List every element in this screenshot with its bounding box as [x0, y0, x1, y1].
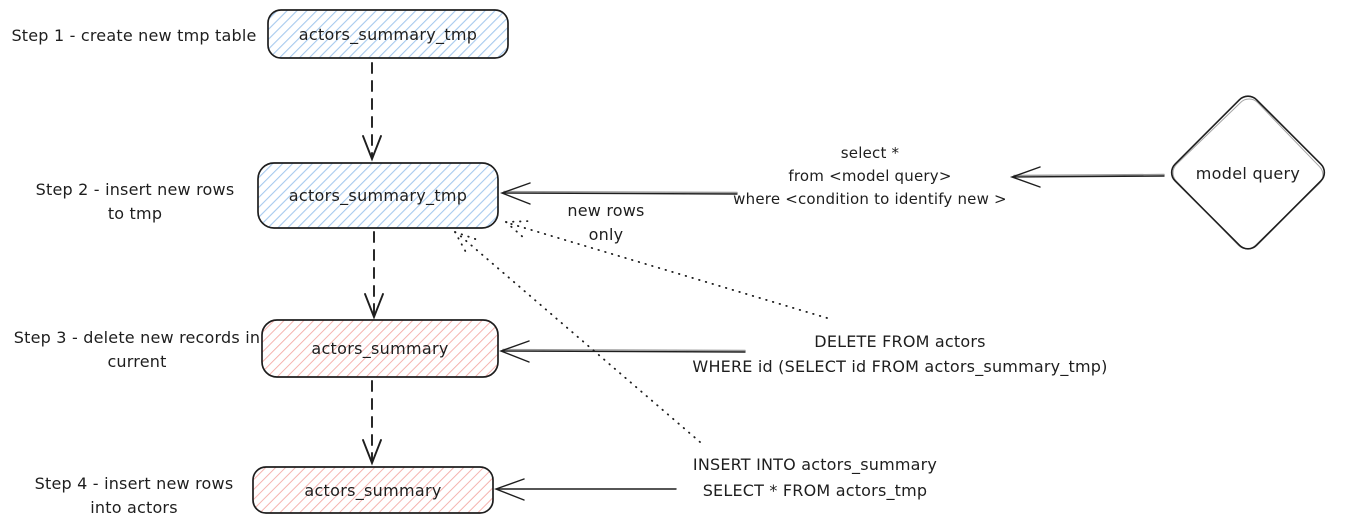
arrow-query-to-step2-sketch	[503, 190, 738, 194]
step1-box-label: actors_summary_tmp	[298, 24, 478, 44]
step1-label: Step 1 - create new tmp table	[11, 26, 257, 45]
step2-box-label: actors_summary_tmp	[288, 186, 468, 205]
arrow-query-to-step2-head	[500, 182, 531, 205]
model-query-diamond	[1170, 95, 1326, 250]
step1-table-box	[267, 9, 509, 59]
new-rows-only-label: new rows only	[567, 201, 645, 244]
arrow-diamond-to-query-sketch	[1013, 173, 1165, 177]
model-query-sql-text: select * from <model query> where <condi…	[733, 144, 1007, 208]
arrow-step2-to-step3-head	[364, 293, 384, 320]
dotted-arrow-delete-to-tmp	[507, 222, 828, 319]
dotted-arrow-insert-to-tmp	[456, 232, 701, 443]
arrow-diamond-to-query-head	[1009, 166, 1041, 188]
arrow-diamond-to-query	[1013, 175, 1165, 178]
dotted-arrow-delete-to-tmp-head-b	[505, 221, 525, 239]
step4-table-box	[252, 466, 494, 514]
step3-table-box	[261, 319, 499, 378]
arrow-delete-to-step3	[502, 350, 746, 353]
arrow-step3-to-step4-head	[362, 439, 382, 466]
step2-table-box	[257, 162, 499, 229]
step3-label: Step 3 - delete new records in current	[13, 328, 261, 371]
model-query-diamond-label: model query	[1195, 163, 1301, 183]
arrow-delete-to-step3-sketch	[502, 348, 746, 352]
arrow-delete-to-step3-head	[499, 340, 530, 363]
delete-sql-text: DELETE FROM actors WHERE id (SELECT id F…	[692, 332, 1108, 376]
arrow-insert-to-step4-head	[494, 478, 525, 501]
dotted-arrow-insert-to-tmp-head-a	[454, 231, 482, 242]
step4-box-label: actors_summary	[304, 480, 442, 500]
insert-sql-text: INSERT INTO actors_summary SELECT * FROM…	[692, 455, 938, 500]
step3-box-label: actors_summary	[311, 339, 449, 358]
step2-label: Step 2 - insert new rows to tmp	[35, 180, 235, 223]
arrow-step1-to-step2-head	[362, 135, 382, 162]
dotted-arrow-insert-to-tmp-head-b	[454, 231, 469, 257]
arrow-query-to-step2	[503, 192, 738, 195]
model-query-diamond-sketch-stroke	[1172, 98, 1324, 250]
step4-label: Step 4 - insert new rows into actors	[34, 474, 234, 517]
dotted-arrow-delete-to-tmp-head-a	[505, 220, 532, 223]
